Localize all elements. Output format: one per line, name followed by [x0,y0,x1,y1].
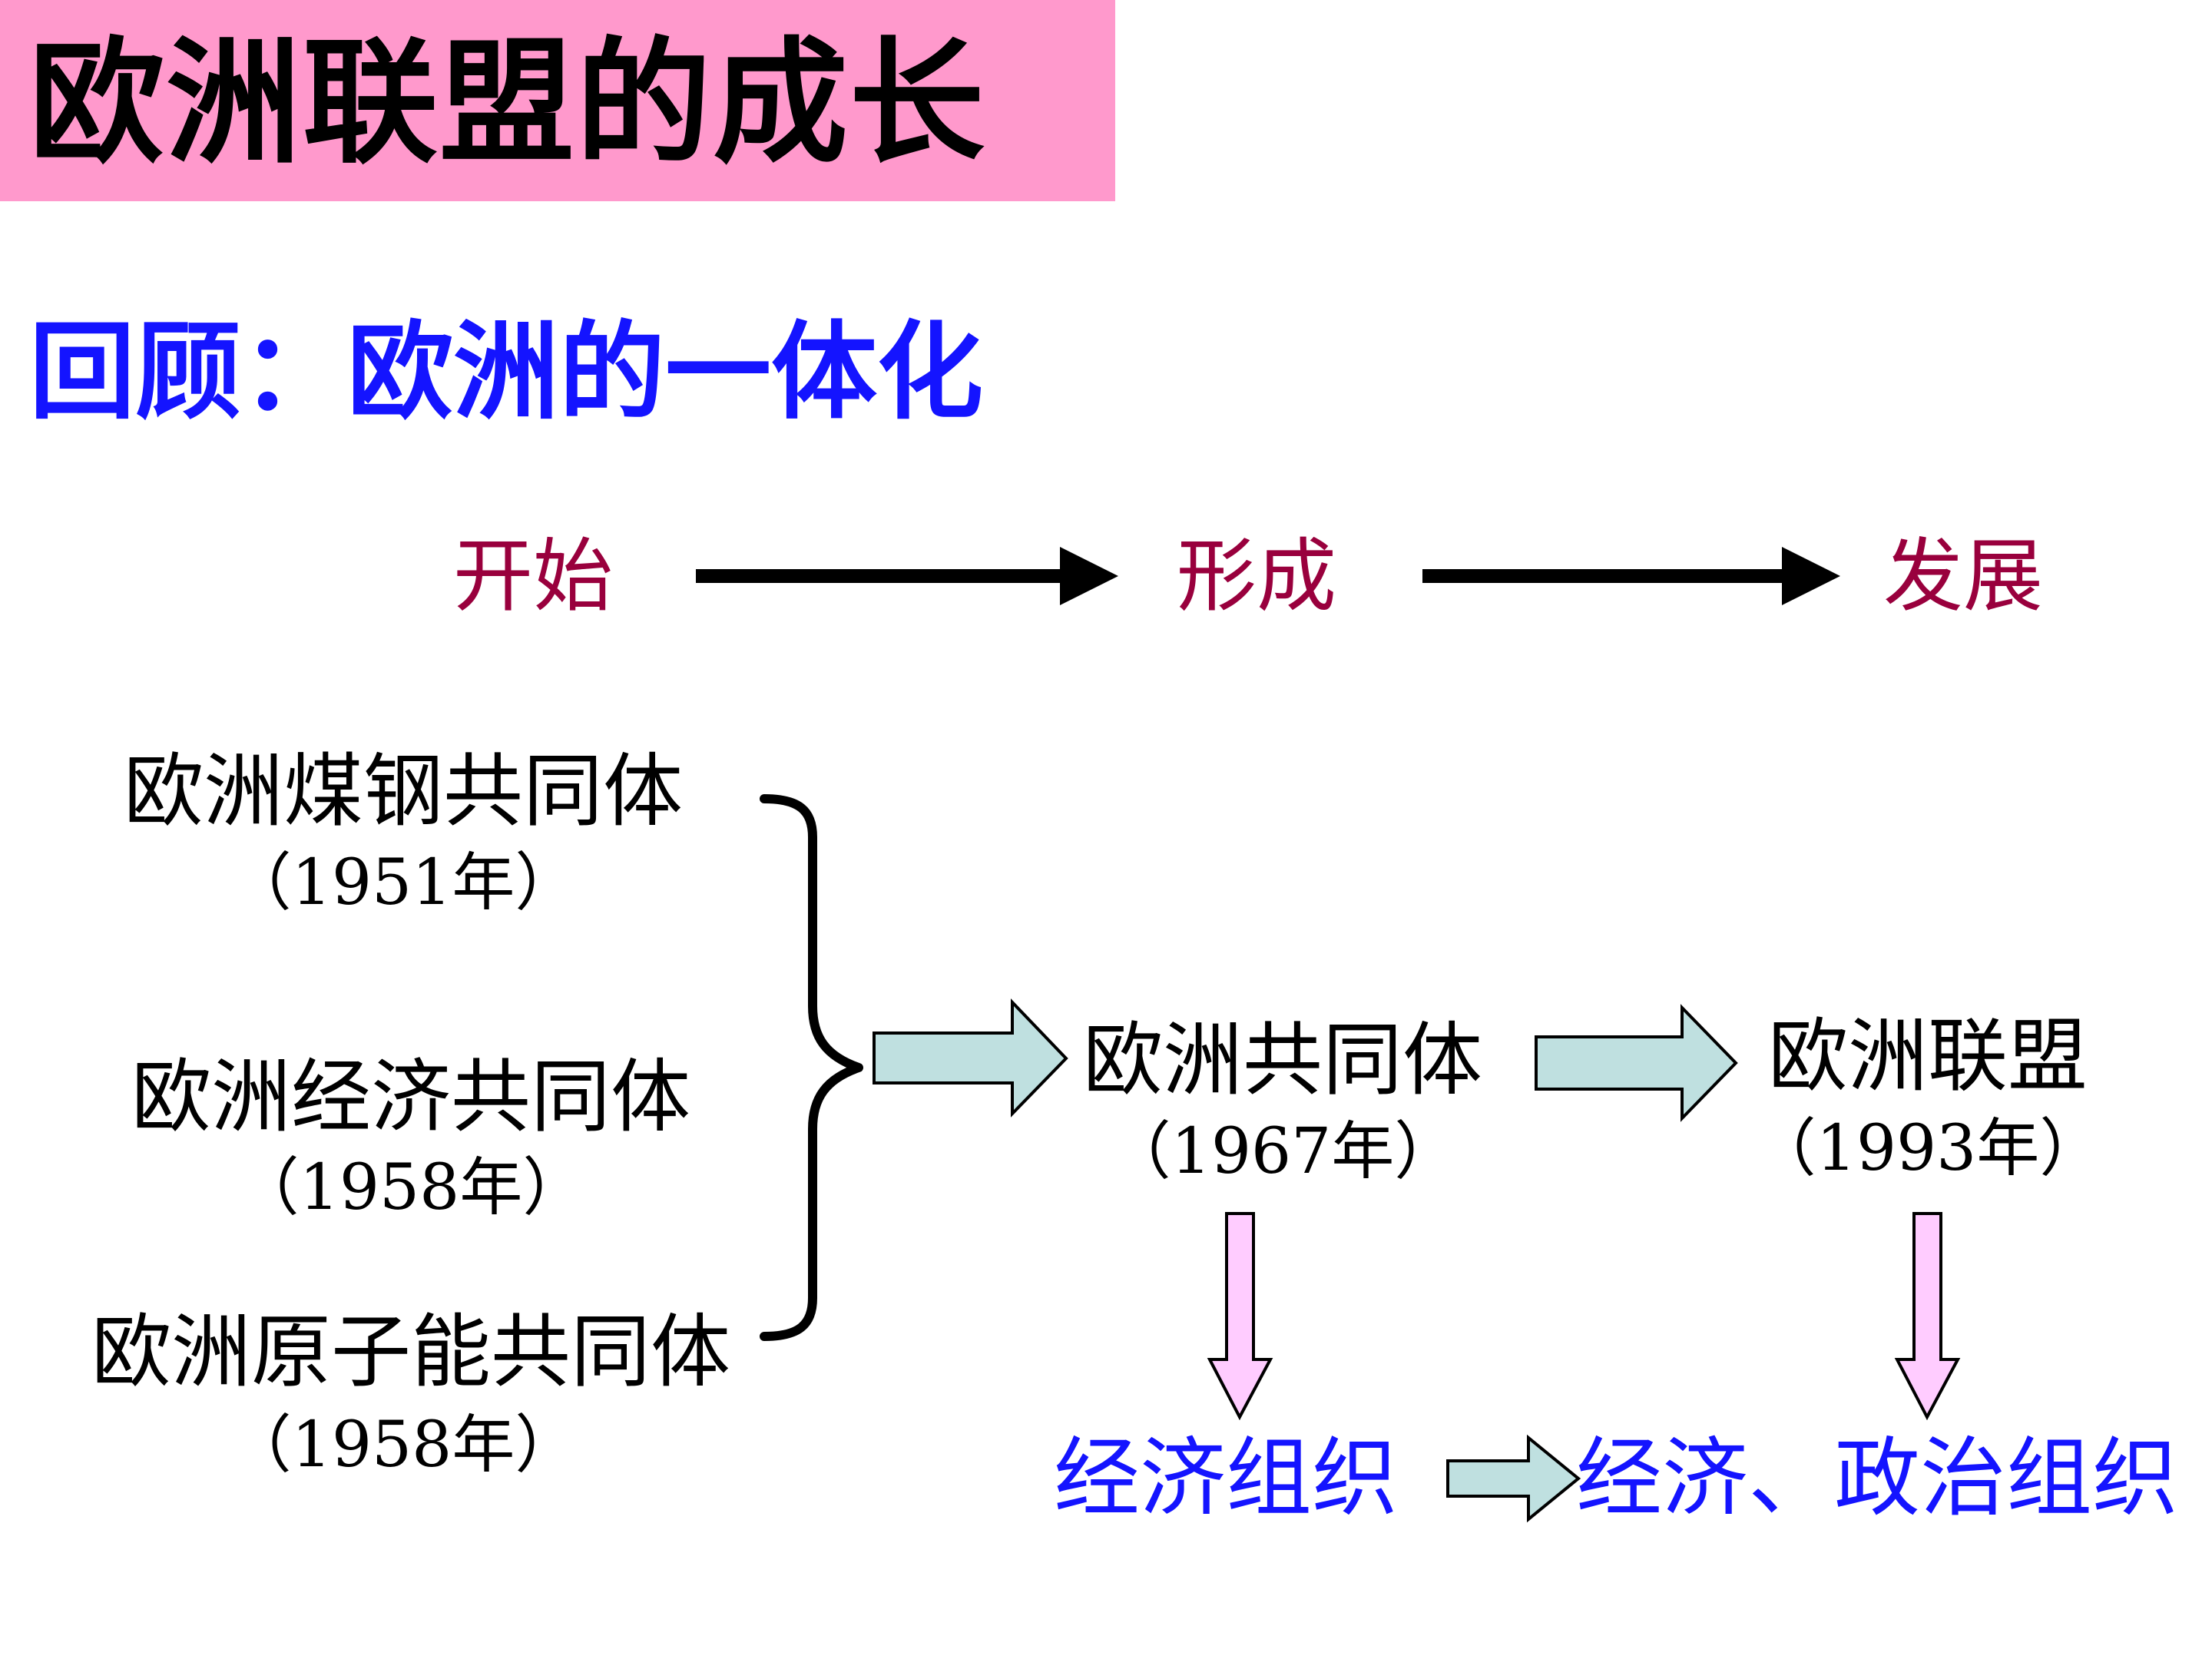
eec-name: 欧洲经济共同体 [131,1050,690,1144]
down-arrow-ec [1207,1212,1273,1421]
title-banner [0,0,1115,201]
ec-year: （1967年） [1108,1115,1458,1188]
ecsc-name: 欧洲煤钢共同体 [123,744,683,838]
page-title: 欧洲联盟的成长 [29,25,987,182]
stage-develop-label: 发展 [1883,529,2044,623]
block-arrow-to-ec [873,998,1068,1118]
timeline-arrow-1 [696,547,1118,605]
stage-start-label: 开始 [453,529,614,623]
ecsc-year: （1951年） [228,846,578,919]
stage-formed-label: 形成 [1177,529,1337,623]
eu-name: 欧洲联盟 [1767,1009,2088,1103]
org-economic-label: 经济组织 [1054,1429,1398,1528]
grouping-brace [760,794,863,1341]
euratom-name: 欧洲原子能共同体 [91,1305,730,1399]
subtitle: 回顾：欧洲的一体化 [29,310,984,434]
timeline-arrow-2 [1422,547,1840,605]
ec-name: 欧洲共同体 [1082,1013,1482,1107]
euratom-year: （1958年） [228,1409,578,1482]
eec-year: （1958年） [236,1151,586,1224]
eu-year: （1993年） [1753,1112,2103,1185]
block-arrow-org [1446,1434,1581,1523]
down-arrow-eu [1894,1212,1961,1421]
org-economic-political-label: 经济、政治组织 [1576,1429,2178,1528]
block-arrow-to-eu [1535,1004,1738,1122]
